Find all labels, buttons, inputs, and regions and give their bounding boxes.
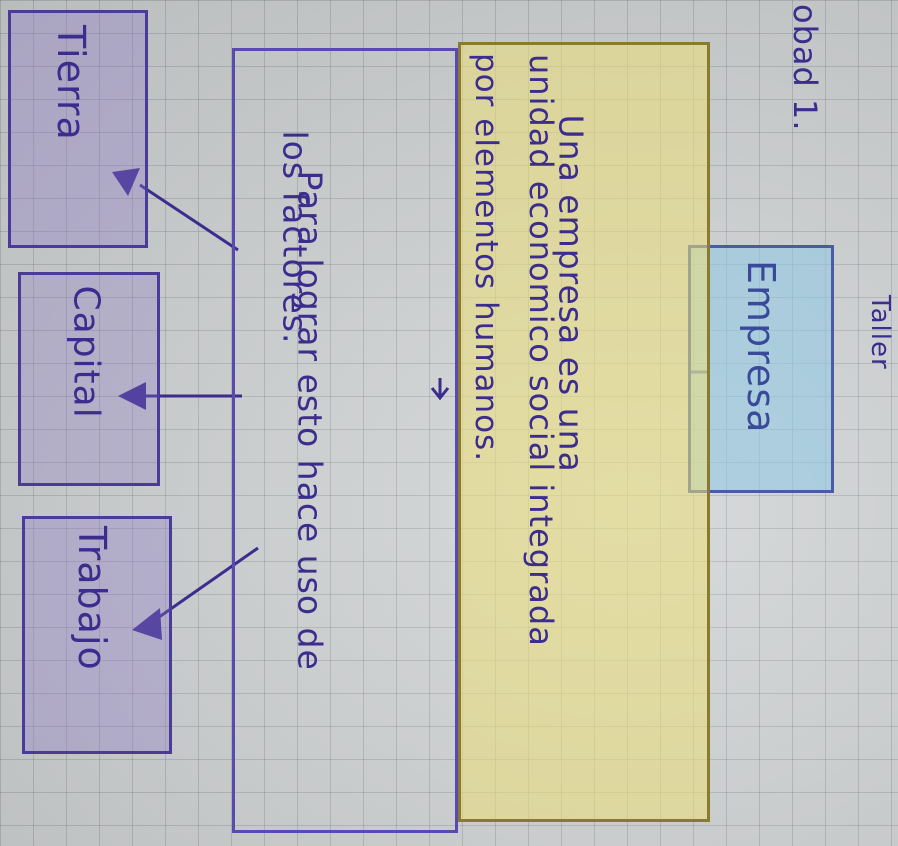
definition-box: Una empresa es una unidad economico soci… bbox=[458, 42, 710, 822]
arrowhead-capital bbox=[118, 382, 146, 410]
arrowhead-tierra bbox=[112, 168, 140, 196]
factor-box-tierra: Tierra bbox=[8, 10, 148, 248]
factor-box-capital: Capital bbox=[18, 272, 160, 486]
arrowhead-trabajo bbox=[132, 608, 162, 640]
factor-label-tierra: Tierra bbox=[49, 25, 93, 141]
taller-label: Taller bbox=[865, 295, 895, 370]
note-line-2: los factores. bbox=[275, 130, 315, 345]
factor-label-capital: Capital bbox=[65, 285, 107, 419]
definition-line-2: unidad economico social integrada bbox=[522, 54, 560, 647]
down-arrow-mark bbox=[430, 378, 450, 401]
definition-line-3: por elementos humanos. bbox=[468, 53, 504, 463]
activity-fragment: obad 1. bbox=[786, 4, 824, 132]
factor-label-trabajo: Trabajo bbox=[70, 526, 114, 671]
note-box: Para lograr esto hace uso de los factore… bbox=[232, 48, 458, 833]
factor-box-trabajo: Trabajo bbox=[22, 516, 172, 754]
connector-note-to-tierra bbox=[139, 183, 239, 252]
concept-title: Empresa bbox=[739, 260, 783, 434]
